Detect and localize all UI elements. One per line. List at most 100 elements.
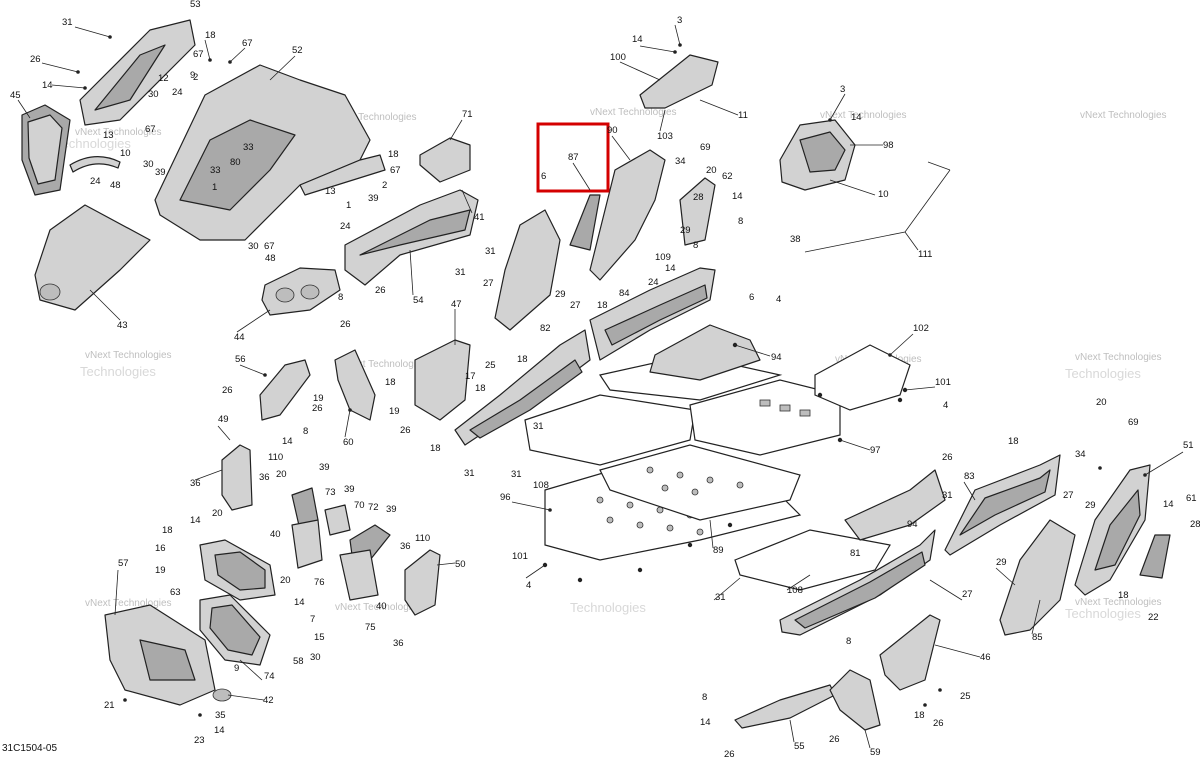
callout-label: 53 [190, 0, 201, 10]
callout-label: 31 [715, 592, 726, 603]
part-94-rear [844, 469, 946, 541]
callout-label: 61 [1186, 493, 1197, 504]
callout-label: 23 [194, 735, 205, 746]
reference-code: 31C1504-05 [2, 743, 58, 754]
callout-label: 12 [158, 73, 169, 84]
callout-label: 110 [268, 452, 283, 463]
watermark-text: Technologies [1065, 366, 1141, 381]
part-83 [944, 454, 1061, 556]
callout-label: 36 [400, 541, 411, 552]
callout-label: 14 [665, 263, 676, 274]
part-71 [419, 137, 471, 183]
leader-lines [17, 24, 1184, 749]
callout-label: 35 [215, 710, 226, 721]
callout-label: 14 [214, 725, 225, 736]
callout-label: 109 [655, 252, 671, 263]
part-108 [734, 529, 891, 591]
callout-label: 9 [190, 70, 195, 81]
callout-label: 8 [738, 216, 743, 227]
callout-label: 69 [700, 142, 711, 153]
callout-label: 34 [1075, 449, 1086, 460]
watermark-text: vNext Technologies [75, 127, 162, 138]
callout-label: 6 [749, 292, 754, 303]
callout-label: 22 [1148, 612, 1159, 623]
callout-label: 14 [732, 191, 743, 202]
callout-label: 62 [722, 171, 733, 182]
callout-label: 14 [42, 80, 53, 91]
part-51 [1074, 464, 1151, 596]
callout-label: 101 [935, 377, 951, 388]
callout-label: 52 [292, 45, 303, 56]
callout-label: 29 [680, 225, 691, 236]
callout-label: 17 [465, 371, 476, 382]
callout-label: 48 [110, 180, 121, 191]
part-102 [814, 344, 911, 411]
callout-label: 31 [62, 17, 73, 28]
callout-label: 14 [190, 515, 201, 526]
callout-label: 18 [1008, 436, 1019, 447]
callout-label: 16 [155, 543, 166, 554]
callout-label: 25 [960, 691, 971, 702]
callout-label: 55 [794, 741, 805, 752]
callout-label: 13 [325, 186, 336, 197]
callout-label: 29 [555, 289, 566, 300]
watermark-text: vNext Technologies [1075, 352, 1162, 363]
callout-label: 75 [365, 622, 376, 633]
part-50 [404, 549, 441, 616]
callout-label: 8 [303, 426, 308, 437]
callout-label: 102 [913, 323, 929, 334]
callout-label: 96 [500, 492, 511, 503]
callout-label: 60 [343, 437, 354, 448]
callout-label: 38 [790, 234, 801, 245]
callout-label: 27 [962, 589, 973, 600]
callout-label: 54 [413, 295, 424, 306]
callout-label: 2 [193, 72, 198, 83]
callout-label: 69 [1128, 417, 1139, 428]
callout-label: 19 [313, 393, 324, 404]
watermark-text: Technologies [55, 136, 131, 151]
callout-label: 8 [693, 240, 698, 251]
callout-label: 83 [964, 471, 975, 482]
part-54 [344, 189, 479, 286]
callout-label: 26 [829, 734, 840, 745]
part-53-hood [79, 19, 196, 126]
watermark-text: Technologies [570, 600, 646, 615]
part-49 [221, 444, 253, 511]
callout-label: 18 [388, 149, 399, 160]
callout-label: 67 [193, 49, 204, 60]
callout-label: 3 [677, 15, 682, 26]
callout-label: 26 [724, 749, 735, 759]
callout-label: 30 [248, 241, 259, 252]
callout-label: 73 [325, 487, 336, 498]
part-94-top [649, 324, 761, 381]
callout-label: 47 [451, 299, 462, 310]
callout-label: 81 [850, 548, 861, 559]
callout-label: 71 [462, 109, 473, 120]
callout-label: 31 [533, 421, 544, 432]
part-100 [639, 54, 719, 109]
callout-label: 20 [706, 165, 717, 176]
part-63 [199, 539, 276, 601]
part-86 [494, 209, 561, 331]
callout-label: 39 [368, 193, 379, 204]
part-82 [454, 329, 591, 446]
callout-label: 33 [243, 142, 254, 153]
watermark-text: vNext Technologies [820, 110, 907, 121]
callout-label: 18 [475, 383, 486, 394]
callout-label: 110 [415, 533, 430, 544]
callout-label: 27 [483, 278, 494, 289]
part-97-floor [689, 379, 841, 456]
callout-label: 39 [386, 504, 397, 515]
callout-label: 27 [570, 300, 581, 311]
callout-label: 18 [162, 525, 173, 536]
callout-label: 39 [344, 484, 355, 495]
callout-label: 14 [294, 597, 305, 608]
part-44 [261, 267, 341, 316]
callout-label: 4 [943, 400, 948, 411]
callout-label: 94 [771, 352, 782, 363]
callout-label: 8 [702, 692, 707, 703]
part-60 [334, 349, 376, 421]
callout-label: 57 [118, 558, 129, 569]
callout-label: 67 [242, 38, 253, 49]
callout-label: 18 [385, 377, 396, 388]
